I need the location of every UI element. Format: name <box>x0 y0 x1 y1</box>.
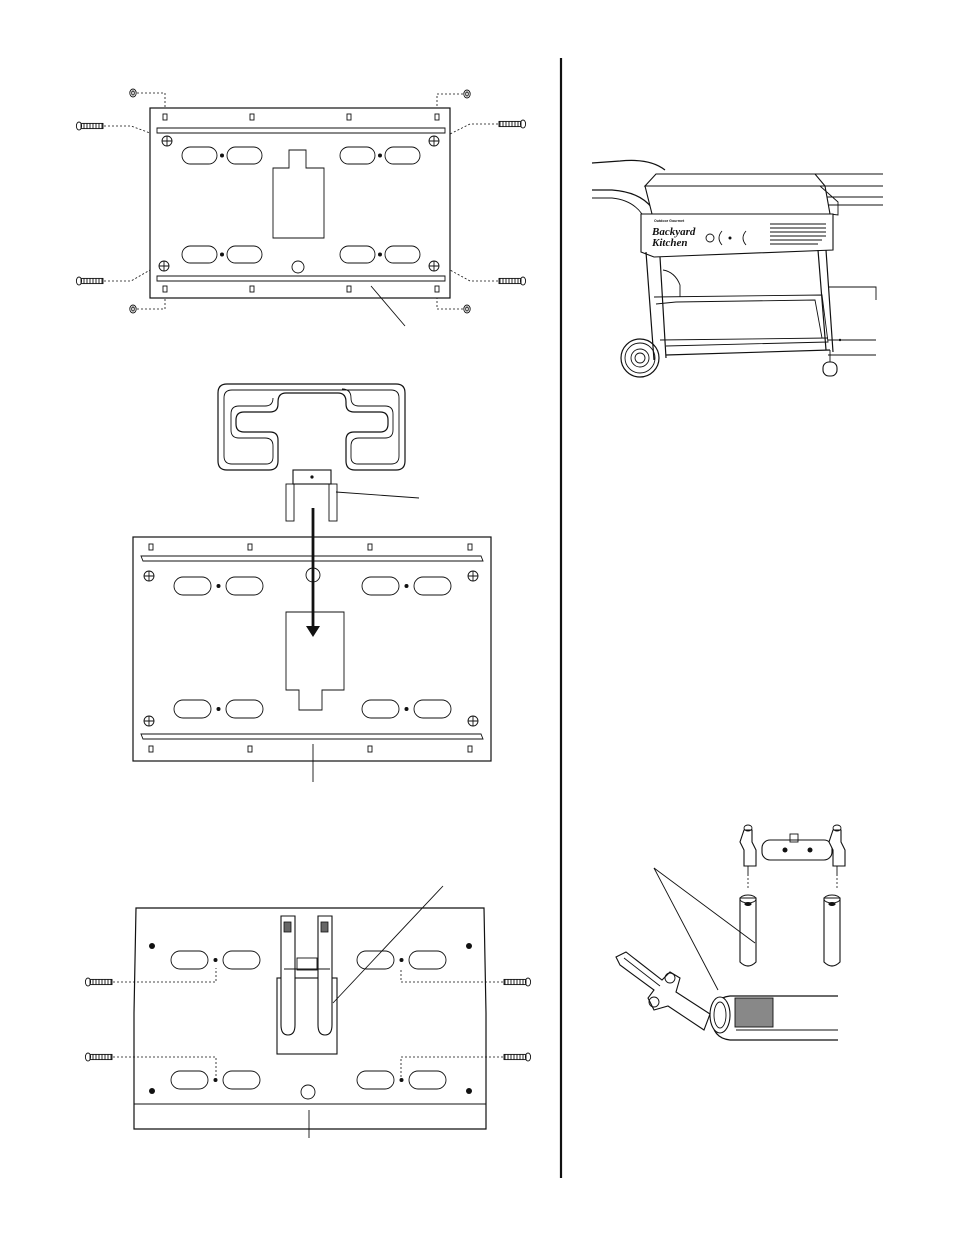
handle-installed-diagram <box>85 886 530 1138</box>
screw-icon <box>499 120 526 128</box>
screw-icon <box>504 978 531 986</box>
mount-hole-icon <box>162 136 172 146</box>
plate-bottom-rail <box>157 276 445 281</box>
callout-line <box>654 868 718 990</box>
brand-line2-text: Kitchen <box>651 237 687 249</box>
valve-icon <box>829 830 845 866</box>
burner-tube-icon <box>740 898 756 966</box>
manifold-icon <box>762 840 832 860</box>
callout-line <box>333 886 443 1003</box>
screw-icon <box>85 1053 112 1061</box>
handle-insertion-diagram <box>133 384 491 782</box>
mount-hole-icon <box>429 136 439 146</box>
caster-icon <box>823 362 837 376</box>
callout-line <box>371 286 405 326</box>
mount-hole-icon <box>144 571 154 581</box>
mount-hole-icon <box>468 571 478 581</box>
screw-icon <box>504 1053 531 1061</box>
handle-icon <box>218 384 405 470</box>
mount-hole-icon <box>468 716 478 726</box>
nut-icon <box>130 305 136 313</box>
screw-icon <box>76 277 103 285</box>
mount-hole-icon <box>144 716 154 726</box>
burner-connection-diagram <box>616 825 845 1040</box>
callout-line <box>336 492 419 498</box>
screw-icon <box>499 277 526 285</box>
mount-hole-icon <box>159 261 169 271</box>
inlet-valve-icon <box>616 952 710 1030</box>
brand-prefix-text: Outdoor Gourmet <box>654 219 685 223</box>
shelf-plate <box>150 108 450 298</box>
handle-keyhole-slot <box>273 150 324 238</box>
cooker-cart-diagram: Outdoor Gourmet Backyard Kitchen <box>592 160 883 377</box>
valve-icon <box>740 830 756 866</box>
burner-tube-icon <box>824 898 840 966</box>
nut-icon <box>464 305 470 313</box>
hose-sleeve <box>735 998 773 1027</box>
screw-icon <box>85 978 112 986</box>
nut-icon <box>464 90 470 98</box>
side-shelf-bracket-diagram <box>76 89 525 326</box>
screw-icon <box>76 122 103 130</box>
plate-top-rail <box>157 128 445 133</box>
nut-icon <box>130 89 136 97</box>
mount-hole-icon <box>429 261 439 271</box>
